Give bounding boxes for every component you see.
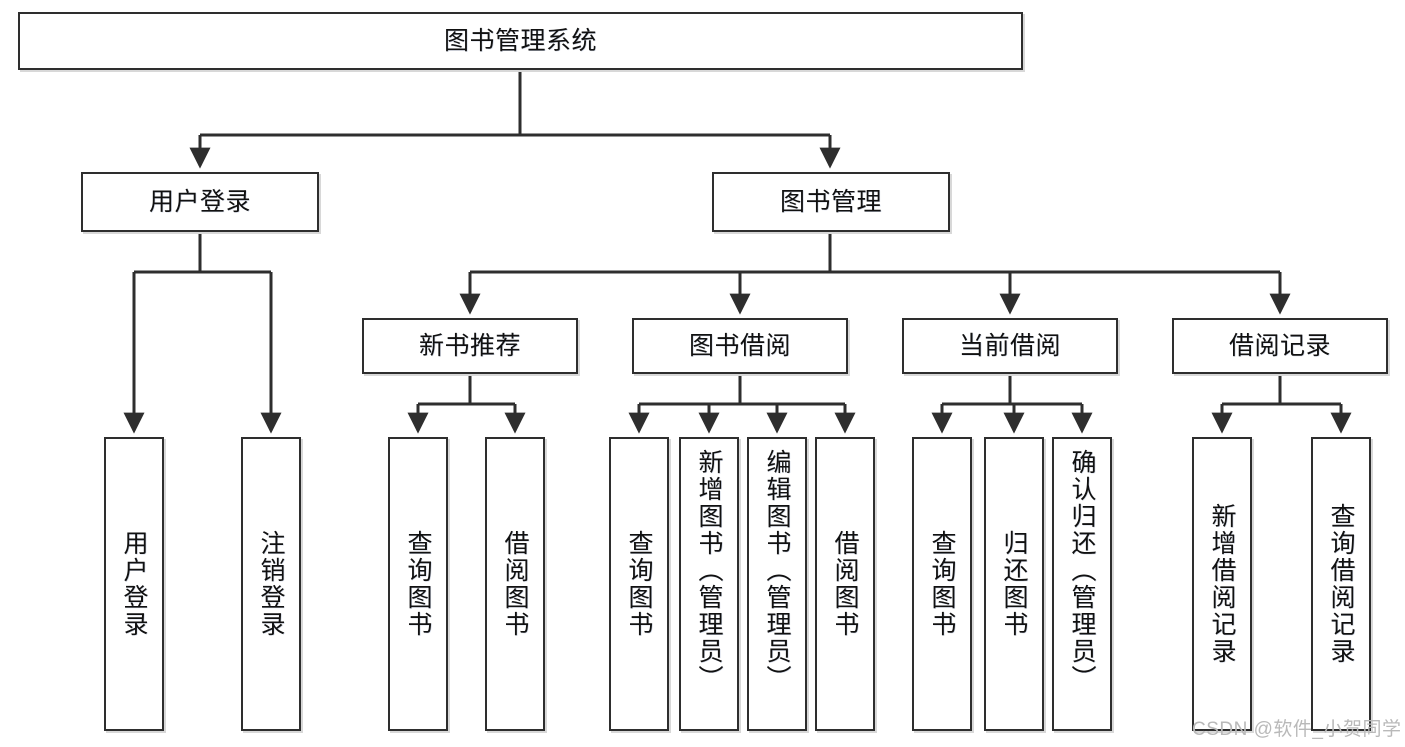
node-leaf-add-book-admin-label: 新增图书（管理员） (695, 449, 723, 692)
node-book-manage-label: 图书管理 (779, 187, 882, 216)
node-leaf-add-book-admin[interactable]: 新增图书（管理员） (679, 437, 739, 731)
node-user-login-label: 用户登录 (148, 187, 251, 216)
node-leaf-borrow-book-1-label: 借阅图书 (501, 530, 529, 638)
node-new-book-recommend[interactable]: 新书推荐 (362, 318, 578, 374)
node-leaf-borrow-book-2-label: 借阅图书 (831, 530, 859, 638)
node-leaf-query-book-1-label: 查询图书 (404, 530, 432, 638)
node-leaf-query-book-2[interactable]: 查询图书 (609, 437, 669, 731)
node-leaf-return-book-label: 归还图书 (1000, 530, 1028, 638)
node-new-book-recommend-label: 新书推荐 (418, 331, 521, 360)
node-book-borrow-label: 图书借阅 (688, 331, 791, 360)
node-current-borrow[interactable]: 当前借阅 (902, 318, 1118, 374)
node-leaf-user-login-label: 用户登录 (120, 530, 148, 638)
node-root[interactable]: 图书管理系统 (18, 12, 1023, 70)
node-leaf-query-book-3[interactable]: 查询图书 (912, 437, 972, 731)
node-book-borrow[interactable]: 图书借阅 (632, 318, 848, 374)
node-leaf-borrow-book-2[interactable]: 借阅图书 (815, 437, 875, 731)
node-leaf-return-book[interactable]: 归还图书 (984, 437, 1044, 731)
node-leaf-add-record[interactable]: 新增借阅记录 (1192, 437, 1252, 731)
node-leaf-user-login[interactable]: 用户登录 (104, 437, 164, 731)
node-current-borrow-label: 当前借阅 (958, 331, 1061, 360)
node-leaf-edit-book-admin-label: 编辑图书（管理员） (763, 449, 791, 692)
node-leaf-query-record-label: 查询借阅记录 (1327, 503, 1355, 665)
node-leaf-confirm-return[interactable]: 确认归还（管理员） (1052, 437, 1112, 731)
node-borrow-record-label: 借阅记录 (1228, 331, 1331, 360)
node-leaf-logout-login-label: 注销登录 (257, 530, 285, 638)
node-user-login[interactable]: 用户登录 (81, 172, 319, 232)
node-book-manage[interactable]: 图书管理 (712, 172, 950, 232)
node-leaf-borrow-book-1[interactable]: 借阅图书 (485, 437, 545, 731)
node-leaf-confirm-return-label: 确认归还（管理员） (1068, 449, 1096, 692)
node-leaf-edit-book-admin[interactable]: 编辑图书（管理员） (747, 437, 807, 731)
node-root-label: 图书管理系统 (443, 26, 597, 55)
node-leaf-query-book-1[interactable]: 查询图书 (388, 437, 448, 731)
node-leaf-query-book-3-label: 查询图书 (928, 530, 956, 638)
node-borrow-record[interactable]: 借阅记录 (1172, 318, 1388, 374)
node-leaf-add-record-label: 新增借阅记录 (1208, 503, 1236, 665)
node-leaf-logout-login[interactable]: 注销登录 (241, 437, 301, 731)
node-leaf-query-record[interactable]: 查询借阅记录 (1311, 437, 1371, 731)
node-leaf-query-book-2-label: 查询图书 (625, 530, 653, 638)
